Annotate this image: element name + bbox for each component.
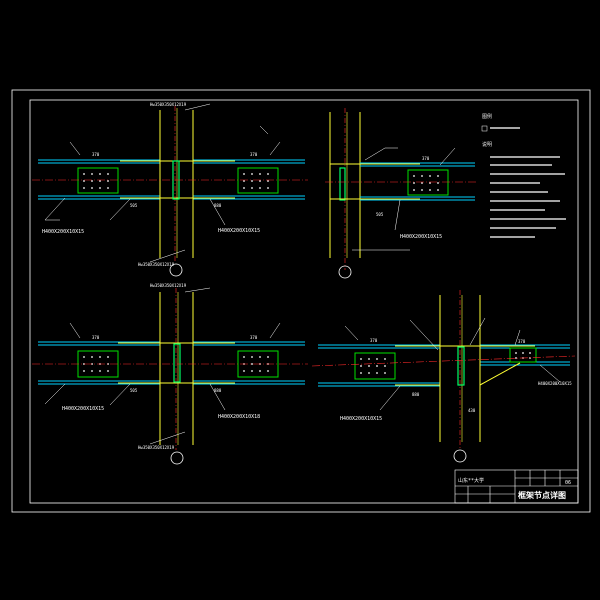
beam-right-label: H400X200X10X18 — [218, 414, 260, 420]
inner-frame — [29, 99, 579, 504]
notes-heading-legend: 图例 — [482, 113, 492, 120]
dim-right: 370 — [518, 339, 526, 344]
axis-bubble — [453, 449, 467, 463]
detail-2: 370 505 H400X200X10X15 — [325, 108, 478, 279]
general-notes: 图例 说明 — [481, 113, 566, 238]
column — [159, 288, 194, 450]
dim-left: 370 — [92, 335, 100, 340]
leader-lines — [352, 147, 456, 251]
detail-1: H400X200X10X15 H400X200X10X15 Hw350X350X… — [32, 102, 308, 277]
title-drawing: 框架节点详图 — [518, 490, 566, 500]
span-right: 430 — [468, 408, 476, 413]
column-stiffener — [339, 167, 346, 201]
leader-lines — [44, 103, 281, 263]
flange-plates — [118, 342, 235, 384]
detail-4: H400X200X10X15 H400X200X10X15 370 370 88… — [311, 290, 576, 463]
leader-lines — [44, 287, 281, 445]
notes-text-lines — [490, 156, 566, 238]
bolt-group — [83, 173, 269, 189]
splice-plate — [407, 169, 449, 196]
axis-bubble — [338, 265, 352, 279]
column-stiffener — [173, 343, 181, 383]
beam-left-label: H400X200X10X15 — [42, 229, 84, 235]
column-bottom-label: Hw350X350X12X19 — [138, 262, 175, 267]
outer-border — [11, 89, 591, 513]
title-block — [454, 469, 579, 504]
beam-right — [193, 159, 305, 200]
beam-left-label: H400X200X10X15 — [340, 416, 382, 422]
dim-right: 370 — [422, 156, 430, 161]
beam-left — [318, 344, 440, 387]
column-label: Hw350X350X12X19 — [150, 283, 187, 288]
splice-plate-right — [509, 347, 537, 363]
flange-plates — [395, 345, 535, 386]
detail-3: H400X200X10X15 H400X200X10X18 Hw350X350X… — [32, 283, 308, 465]
beam-left — [38, 159, 160, 200]
splice-plate-right — [237, 167, 279, 194]
beam-left-label: H400X200X10X15 — [62, 406, 104, 412]
column-label: Hw350X350X12X19 — [150, 102, 187, 107]
dim-right: 370 — [250, 335, 258, 340]
span-right: 880 — [214, 388, 222, 393]
column-stiffener — [457, 346, 465, 386]
dim-left: 370 — [370, 338, 378, 343]
splice-plate-left — [77, 167, 119, 194]
leader-lines — [344, 317, 561, 411]
span-left: 880 — [412, 392, 420, 397]
beam-right — [193, 341, 305, 385]
column-bottom-label: Hw350X350X12X19 — [138, 445, 175, 450]
axis-bubble — [169, 263, 183, 277]
bolt-group — [83, 356, 269, 372]
axis-bubble — [170, 451, 184, 465]
legend-symbol — [481, 125, 488, 132]
span-left: 505 — [130, 388, 138, 393]
bolt-group — [413, 175, 439, 191]
span-right: 505 — [376, 212, 384, 217]
beam-centerline — [311, 355, 576, 367]
beam-right-label: H400X200X10X15 — [218, 228, 260, 234]
splice-plate-left — [354, 352, 396, 380]
beam-right — [360, 162, 475, 201]
title-school: 山东**大学 — [458, 477, 484, 484]
flange-plates — [330, 163, 420, 200]
column — [439, 290, 481, 448]
beam-right-label: H400X200X10X15 — [400, 234, 442, 240]
dim-left: 370 — [92, 152, 100, 157]
column — [159, 106, 194, 262]
beam-right-label: H400X200X10X15 — [538, 381, 572, 386]
notes-heading-desc: 说明 — [482, 141, 492, 148]
title-sheet-no: 06 — [565, 480, 571, 486]
span-left: 505 — [130, 203, 138, 208]
span-right: 880 — [214, 203, 222, 208]
dim-right: 370 — [250, 152, 258, 157]
beam-left — [38, 341, 160, 385]
